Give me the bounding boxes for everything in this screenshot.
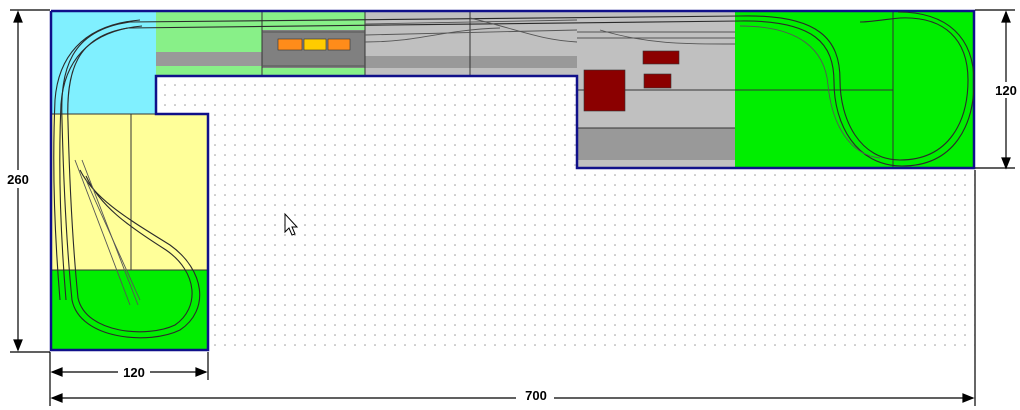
building-large	[583, 69, 626, 112]
building-small-1	[642, 50, 680, 65]
dimension-height-right: 120	[995, 83, 1017, 98]
dimension-height-total: 260	[7, 172, 29, 187]
layout-edge	[49, 9, 976, 352]
dimension-width-left: 120	[123, 365, 145, 380]
mouse-pointer-icon	[284, 212, 299, 236]
dimension-width-total: 700	[525, 388, 547, 403]
platform-orange-1	[277, 38, 303, 51]
board-yellow-left	[51, 114, 208, 270]
platform-yellow	[303, 38, 327, 51]
track-plan	[53, 11, 975, 339]
building-small-2	[643, 73, 672, 89]
platform-orange-2	[327, 38, 351, 51]
